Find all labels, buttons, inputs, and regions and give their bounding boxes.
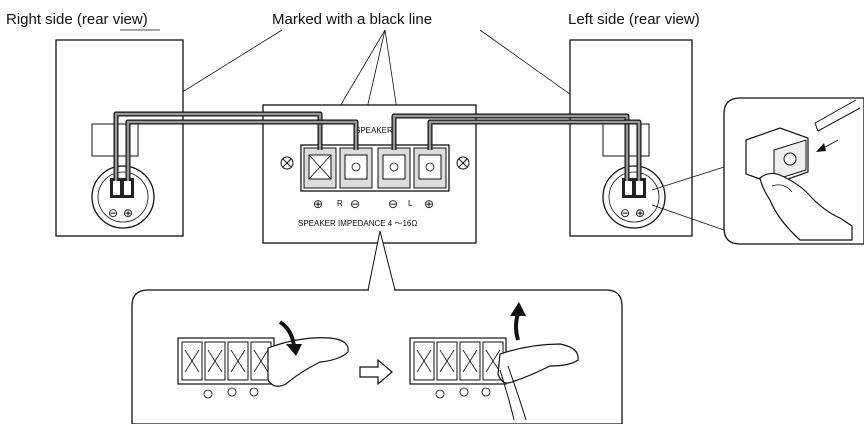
right-speaker-minus-symbol: ⊖ <box>108 206 118 220</box>
right-speaker-terminal-ring <box>97 171 149 223</box>
left-speaker-terminal-ring <box>608 171 660 223</box>
closeup-leader-top <box>651 166 725 191</box>
closeup-finger-crease <box>771 184 793 193</box>
closeup-wire-upper <box>814 99 857 124</box>
release-wire-a <box>507 365 527 421</box>
closeup-wire-lower <box>817 107 861 132</box>
panel-channel-l-label: L <box>408 199 413 208</box>
closeup-terminal-hole <box>783 152 797 166</box>
left-speaker-terminal-slot-b <box>636 181 643 195</box>
panel-right-minus-symbol: ⊖ <box>350 197 360 211</box>
press-arrow-shaft <box>278 320 296 347</box>
press-mount-tabs <box>203 387 259 399</box>
lever-detail-box <box>131 289 623 424</box>
press-lever-illustration <box>177 320 349 399</box>
closeup-wire-tip <box>814 122 819 132</box>
press-arrow-head <box>286 344 302 356</box>
right-speaker-terminal-slot-b <box>124 181 131 195</box>
panel-speaker-label: SPEAKER <box>355 126 393 135</box>
left-speaker-minus-symbol: ⊖ <box>620 206 630 220</box>
terminal-right-minus <box>339 147 373 189</box>
terminal-left-plus <box>413 147 447 189</box>
right-speaker: ⊖ ⊕ <box>55 39 184 237</box>
cable-left-a <box>392 114 629 181</box>
release-lever-illustration <box>409 302 579 421</box>
right-speaker-terminal-slot-a <box>113 181 120 195</box>
release-arrow-shaft <box>514 313 520 341</box>
left-speaker-terminal-slot-a <box>625 181 632 195</box>
release-finger <box>497 343 579 384</box>
closeup-insert-arrow-head <box>816 143 826 152</box>
panel-screw-left <box>280 156 294 170</box>
panel-left-plus-symbol: ⊕ <box>424 197 434 211</box>
next-step-arrow-icon <box>359 358 393 386</box>
label-left-side: Left side (rear view) <box>568 11 700 28</box>
left-speaker-plus-symbol: ⊕ <box>635 206 645 220</box>
right-speaker-plus-symbol: ⊕ <box>123 206 133 220</box>
panel-impedance-label: SPEAKER IMPEDANCE 4 ～16Ω <box>298 219 417 228</box>
closeup-hand <box>759 172 853 241</box>
panel-right-plus-symbol: ⊕ <box>313 197 323 211</box>
left-speaker: ⊖ ⊕ <box>569 39 693 237</box>
press-finger <box>267 337 349 387</box>
cable-right-a <box>114 112 322 181</box>
label-right-side: Right side (rear view) <box>6 11 148 28</box>
terminal-right-plus <box>303 147 337 189</box>
release-mount-tabs <box>435 387 491 399</box>
label-marked-black-line: Marked with a black line <box>272 11 432 28</box>
cable-right-b <box>126 120 358 181</box>
terminal-left-minus <box>377 147 411 189</box>
cable-left-b <box>428 120 641 181</box>
closeup-leader-bottom <box>651 204 725 231</box>
main-unit-panel: SPEAKER <box>262 104 477 244</box>
panel-screw-right <box>456 156 470 170</box>
release-wire-b <box>499 369 515 421</box>
panel-channel-r-label: R <box>337 199 343 208</box>
left-terminal-closeup <box>651 97 864 245</box>
panel-left-minus-symbol: ⊖ <box>388 197 398 211</box>
release-arrow-head <box>510 302 526 316</box>
speaker-cables <box>113 111 642 181</box>
